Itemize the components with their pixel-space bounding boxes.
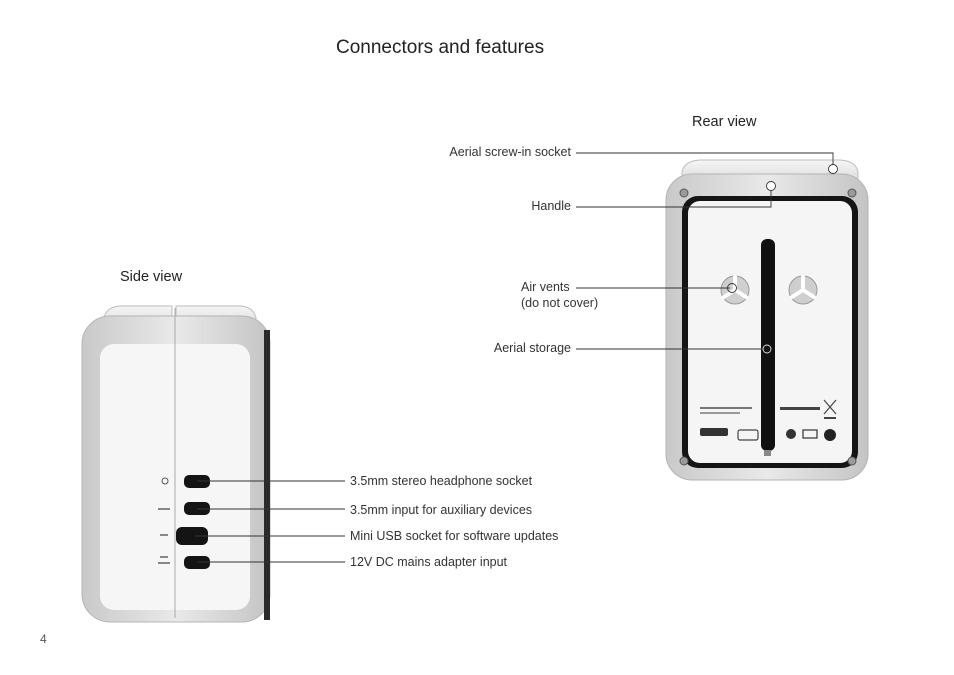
rear-view-heading: Rear view <box>692 114 757 130</box>
rear-leader-lines <box>576 152 838 354</box>
side-view-heading: Side view <box>120 269 183 285</box>
rear-view-device <box>665 159 869 481</box>
label-dc-input: 12V DC mains adapter input <box>350 555 508 569</box>
label-aerial-socket: Aerial screw-in socket <box>449 145 571 159</box>
label-handle: Handle <box>531 199 571 213</box>
air-vent-right <box>788 275 818 305</box>
label-usb-socket: Mini USB socket for software updates <box>350 529 559 543</box>
label-air-vents: Air vents <box>521 280 570 294</box>
side-view-device <box>81 305 271 623</box>
headphone-socket <box>184 475 210 488</box>
side-leader-lines <box>195 480 345 563</box>
label-air-vents-note: (do not cover) <box>521 296 599 310</box>
usb-socket <box>176 527 208 545</box>
air-vent-left <box>720 275 750 305</box>
dc-socket <box>184 556 210 569</box>
page-title: Connectors and features <box>336 37 545 58</box>
aux-socket <box>184 502 210 515</box>
label-aux-input: 3.5mm input for auxiliary devices <box>350 503 533 517</box>
label-aerial-storage: Aerial storage <box>493 341 571 355</box>
page-number: 4 <box>40 632 47 646</box>
label-headphone-socket: 3.5mm stereo headphone socket <box>350 474 533 488</box>
